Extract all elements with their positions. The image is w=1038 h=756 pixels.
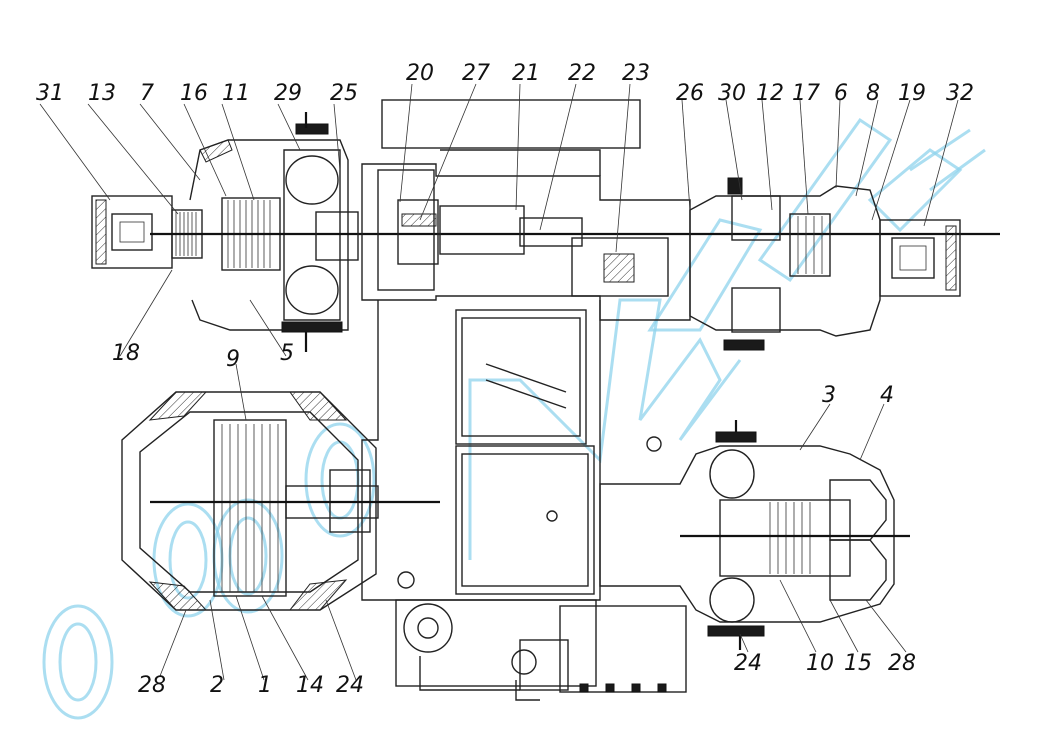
callout-20: 20	[406, 61, 434, 86]
callout-7: 7	[140, 81, 154, 106]
callout-8: 8	[866, 81, 880, 106]
callout-13: 13	[88, 81, 116, 106]
callout-30: 30	[718, 81, 746, 106]
callout-32: 32	[946, 81, 974, 106]
callout-16: 16	[180, 81, 208, 106]
callout-6: 6	[834, 81, 848, 106]
callout-31: 31	[36, 81, 64, 106]
callout-9: 9	[226, 347, 240, 372]
callout-14: 14	[296, 673, 324, 698]
callout-2: 2	[210, 673, 224, 698]
callout-18: 18	[112, 341, 140, 366]
callout-25: 25	[330, 81, 358, 106]
callout-labels: 31 13 7 16 11 29 25 20 27 21 22 23 26 30…	[36, 61, 974, 698]
callout-17: 17	[792, 81, 820, 106]
callout-21: 21	[512, 61, 540, 86]
callout-19: 19	[898, 81, 926, 106]
callout-10: 10	[806, 651, 834, 676]
callout-12: 12	[756, 81, 784, 106]
callout-5: 5	[280, 341, 294, 366]
bottom-right-assembly	[599, 420, 910, 650]
callout-28-right: 28	[888, 651, 916, 676]
callout-23: 23	[622, 61, 650, 86]
callout-29: 29	[274, 81, 302, 106]
callout-11: 11	[222, 81, 250, 106]
callout-22: 22	[568, 61, 596, 86]
leader-lines	[39, 83, 959, 681]
top-assembly	[91, 99, 1000, 352]
bottom-left-assembly	[121, 391, 440, 611]
callout-1: 1	[258, 673, 272, 698]
callout-24-left: 24	[336, 673, 364, 698]
callout-24-right: 24	[734, 651, 762, 676]
callout-27: 27	[462, 61, 490, 86]
callout-3: 3	[822, 383, 836, 408]
callout-4: 4	[880, 383, 894, 408]
callout-26: 26	[676, 81, 704, 106]
callout-15: 15	[844, 651, 872, 676]
callout-28-left: 28	[138, 673, 166, 698]
central-body	[361, 300, 687, 701]
